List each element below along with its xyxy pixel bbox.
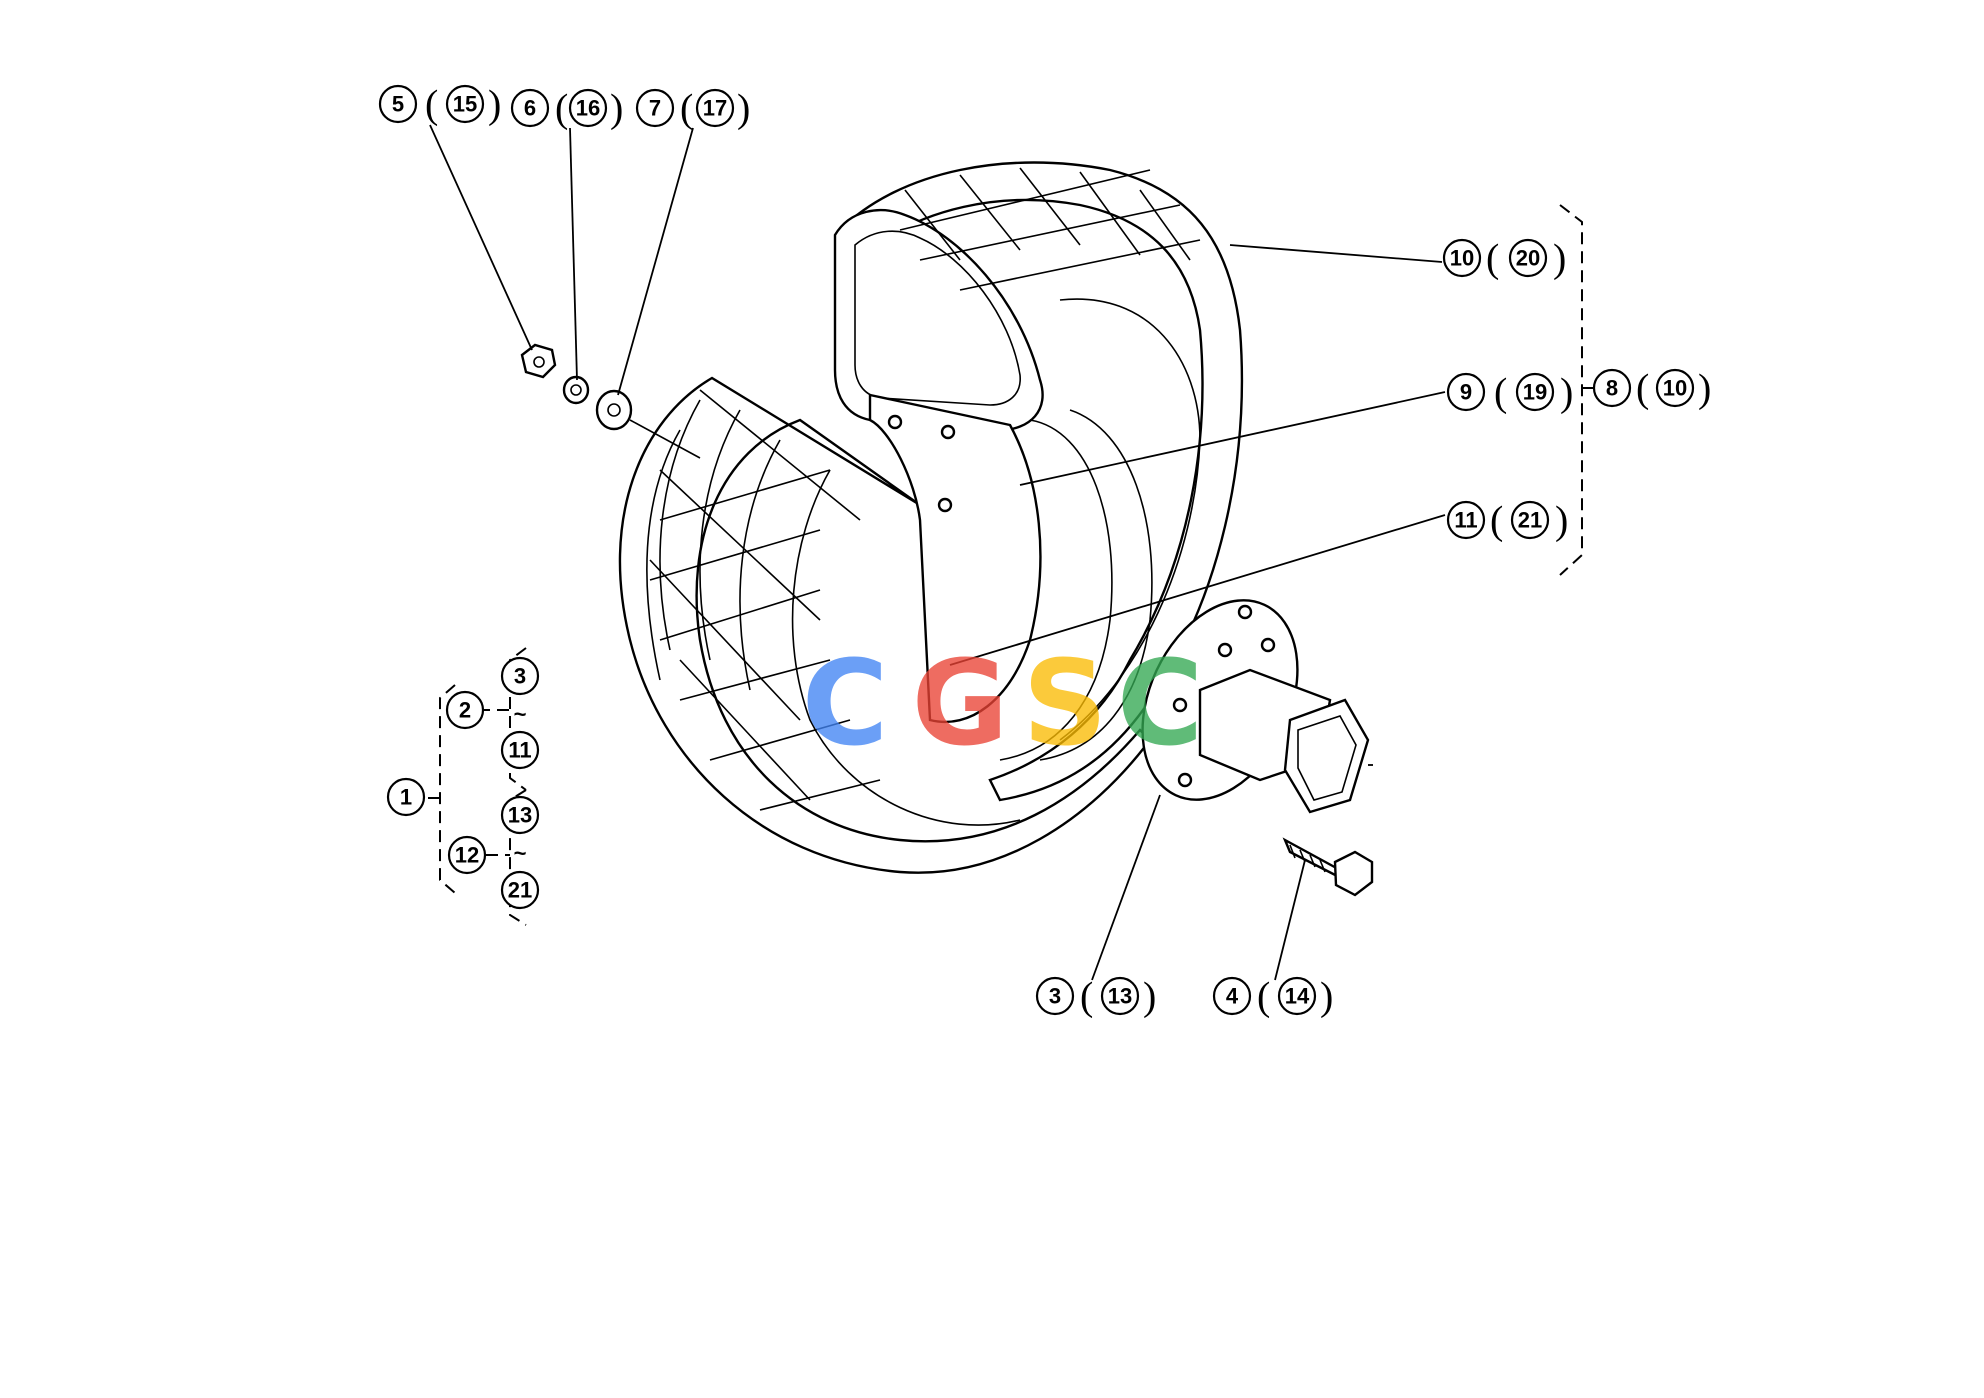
svg-text:(: ( [1636,366,1649,411]
assembly-node-root: 1 [386,777,426,817]
callout-7: 7 ( 17 ) [635,86,750,131]
svg-text:13: 13 [508,803,532,828]
leader-lines [429,124,1446,981]
svg-text:20: 20 [1516,246,1540,271]
svg-text:1: 1 [400,785,412,810]
svg-text:(: ( [555,86,568,131]
hex-bolt [1282,837,1374,897]
watermark-letter-c2: C [1117,634,1204,772]
svg-text:): ) [1143,974,1156,1019]
svg-text:4: 4 [1226,984,1239,1009]
svg-text:15: 15 [453,92,477,117]
callout-9: 9 ( 19 ) [1446,370,1573,415]
svg-text:3: 3 [514,664,526,689]
callout-10: 10 ( 20 ) [1442,236,1566,281]
rim-flange [868,393,1153,761]
svg-text:21: 21 [1518,508,1542,533]
svg-text:(: ( [1486,236,1499,281]
hub-with-bolt-flange [1141,599,1370,814]
svg-text:(: ( [425,82,438,127]
svg-text:16: 16 [576,96,600,121]
svg-text:): ) [1555,498,1568,543]
callout-3: 3 ( 13 ) [1035,974,1156,1019]
svg-text:12: 12 [455,843,479,868]
svg-text:11: 11 [1454,508,1477,533]
svg-text:17: 17 [703,96,727,121]
watermark-letter-s: S [1023,634,1108,772]
svg-text:14: 14 [1285,984,1310,1009]
svg-text:10: 10 [1663,376,1687,401]
svg-text:): ) [610,86,623,131]
nut-washer-stack [520,343,701,459]
svg-text:2: 2 [459,698,471,723]
assembly-node-group-a-to: 11 [500,730,540,770]
callout-5: 5 ( 15 ) [378,82,501,127]
svg-text:3: 3 [1049,984,1061,1009]
range-mark-a: ~ [514,702,527,727]
assembly-bracket-right [1559,204,1595,576]
svg-text:9: 9 [1460,380,1472,405]
assembly-node-group-a: 2 [445,690,485,730]
assembly-node-group-b: 12 [447,835,487,875]
svg-text:5: 5 [392,92,404,117]
tire-cutaway-lower [618,376,1152,874]
svg-text:19: 19 [1523,380,1547,405]
svg-text:(: ( [1257,974,1270,1019]
svg-text:): ) [1698,366,1711,411]
svg-text:7: 7 [649,96,661,121]
svg-text:(: ( [1490,498,1503,543]
svg-text:(: ( [1080,974,1093,1019]
watermark-letter-g: G [912,634,1009,772]
assembly-node-group-b-to: 21 [500,870,540,910]
tire-upper-section [833,161,1244,802]
watermark-letter-c1: C [802,634,889,772]
svg-text:6: 6 [524,96,536,121]
svg-text:21: 21 [508,878,532,903]
assembly-node-group-a-from: 3 [500,656,540,696]
svg-text:): ) [1553,236,1566,281]
svg-text:): ) [737,86,750,131]
svg-text:8: 8 [1606,376,1618,401]
callout-11: 11 ( 21 ) [1446,498,1568,543]
svg-text:(: ( [1494,370,1507,415]
cgsc-watermark: C G S C [802,634,1204,772]
svg-text:): ) [488,82,501,127]
range-mark-b: ~ [514,841,527,866]
svg-text:10: 10 [1450,246,1474,271]
assembly-node-group-b-from: 13 [500,795,540,835]
callout-4: 4 ( 14 ) [1212,974,1333,1019]
svg-text:(: ( [680,86,693,131]
svg-text:13: 13 [1108,984,1132,1009]
svg-text:): ) [1560,370,1573,415]
callout-6: 6 ( 16 ) [510,86,623,131]
callout-8: 8 ( 10 ) [1592,366,1711,411]
svg-text:11: 11 [508,738,531,763]
svg-text:): ) [1320,974,1333,1019]
